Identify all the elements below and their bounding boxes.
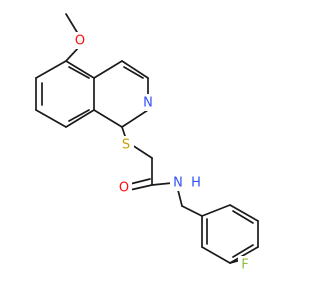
bond-line (121, 109, 149, 128)
bond-line (181, 205, 203, 217)
bond-line (68, 109, 90, 122)
atom-label-n-ring: N (143, 96, 153, 111)
bond-line (129, 184, 153, 191)
bond-layer (35, 13, 259, 264)
bond-line (201, 246, 231, 264)
bond-line (93, 109, 123, 128)
bond-line (93, 60, 123, 79)
molecule-structure: O N S O N H F (35, 13, 259, 273)
atom-label-layer: O N S O N H F (72, 32, 252, 273)
bond-line (65, 109, 95, 128)
atom-label-s-thio: S (122, 138, 130, 153)
bond-line (65, 60, 95, 79)
bond-line (232, 210, 254, 224)
bond-line (229, 204, 259, 222)
atom-label-n-amide: N (173, 176, 183, 191)
atom-label-h-amide: H (191, 176, 201, 191)
bond-line (151, 182, 173, 186)
atom-label-o-carbonyl: O (119, 181, 129, 196)
bond-line (121, 60, 149, 79)
bond-line (35, 60, 67, 79)
atom-label-f-aryl: F (241, 258, 248, 273)
bond-line (123, 66, 144, 79)
bond-line (229, 246, 259, 264)
bond-line (129, 178, 151, 185)
bond-line (177, 189, 183, 207)
atom-label-o-methoxy: O (75, 34, 85, 49)
bond-line (68, 66, 90, 79)
bond-line (131, 144, 153, 159)
bond-line (35, 109, 67, 128)
bond-line (232, 244, 254, 258)
bond-line (201, 204, 231, 217)
